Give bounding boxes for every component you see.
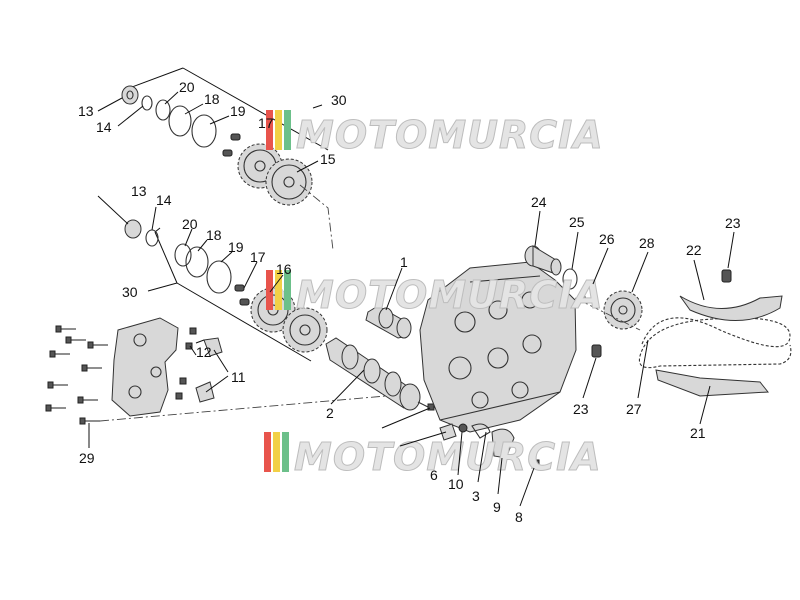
spring-part (234, 284, 250, 306)
callout-19: 19 (228, 239, 244, 255)
callout-20: 20 (182, 216, 198, 232)
washer-part (141, 95, 153, 111)
bolt-set (45, 325, 197, 425)
chain-guide-part (655, 369, 769, 397)
callout-3: 3 (472, 488, 480, 504)
leader-lines (88, 91, 735, 507)
watermark-text: MOTOMURCIA (296, 113, 604, 157)
callout-19: 19 (230, 103, 246, 119)
callout-29: 29 (79, 450, 95, 466)
timing-chain-part (638, 317, 792, 369)
ring-part (185, 246, 209, 278)
ring-part (191, 114, 217, 148)
callout-23: 23 (573, 401, 589, 417)
shaft-part (524, 245, 562, 276)
callout-1: 1 (400, 254, 408, 270)
watermark-text: MOTOMURCIA (294, 435, 602, 479)
callout-14: 14 (156, 192, 172, 208)
washer-part (562, 268, 578, 290)
callout-2: 2 (326, 405, 334, 421)
watermark-stripe-red (266, 110, 273, 150)
camshaft-part (365, 305, 412, 339)
callout-13: 13 (78, 103, 94, 119)
callout-11: 11 (231, 369, 246, 385)
callout-17: 17 (258, 115, 274, 131)
nut-part (121, 85, 139, 105)
callout-21: 21 (690, 425, 706, 441)
callout-22: 22 (686, 242, 702, 258)
callout-26: 26 (599, 231, 615, 247)
callout-24: 24 (531, 194, 547, 210)
callout-6: 6 (430, 467, 438, 483)
callout-18: 18 (206, 227, 222, 243)
watermark-logo: MOTOMURCIA (266, 270, 604, 318)
callout-labels: 13 14 20 18 19 17 30 15 13 14 20 18 19 1… (78, 79, 741, 525)
callout-23: 23 (725, 215, 741, 231)
watermark-stripe-yellow (275, 110, 282, 150)
sprocket-part (603, 290, 643, 330)
circlip-part (155, 99, 171, 121)
watermark-logo: MOTOMURCIA (266, 110, 604, 158)
gear-part (265, 158, 313, 206)
cam-cover-part (111, 317, 179, 417)
callout-17: 17 (250, 249, 266, 265)
callout-27: 27 (626, 401, 642, 417)
spring-part (222, 133, 241, 157)
callout-10: 10 (448, 476, 464, 492)
nut-part (124, 219, 142, 239)
pin-part (721, 269, 732, 283)
callout-14: 14 (96, 119, 112, 135)
watermark-stripe-green (282, 432, 289, 472)
watermark-stripe-green (284, 270, 291, 310)
callout-18: 18 (204, 91, 220, 107)
small-parts (439, 423, 540, 469)
camshaft-part (325, 337, 421, 411)
callout-12: 12 (196, 344, 212, 360)
ring-part (168, 105, 192, 137)
ring-part (206, 260, 232, 294)
watermark-logo: MOTOMURCIA (264, 432, 602, 480)
washer-part (583, 282, 597, 302)
watermark-stripe-yellow (275, 270, 282, 310)
washer-part (145, 229, 159, 247)
watermark-stripe-green (284, 110, 291, 150)
callout-9: 9 (493, 499, 501, 515)
callout-30: 30 (331, 92, 347, 108)
circlip-part (174, 243, 192, 267)
watermark-stripe-red (264, 432, 271, 472)
watermark-stripe-red (266, 270, 273, 310)
callout-8: 8 (515, 509, 523, 525)
watermark-stripe-yellow (273, 432, 280, 472)
callout-20: 20 (179, 79, 195, 95)
pin-part (591, 344, 602, 358)
callout-13: 13 (131, 183, 147, 199)
chain-guide-part (679, 295, 783, 321)
watermark-text: MOTOMURCIA (296, 273, 604, 317)
callout-16: 16 (276, 261, 292, 277)
callout-15: 15 (320, 151, 336, 167)
gear-part (282, 307, 328, 353)
callout-28: 28 (639, 235, 655, 251)
bracket-part (195, 337, 223, 403)
callout-25: 25 (569, 214, 585, 230)
callout-30: 30 (122, 284, 138, 300)
